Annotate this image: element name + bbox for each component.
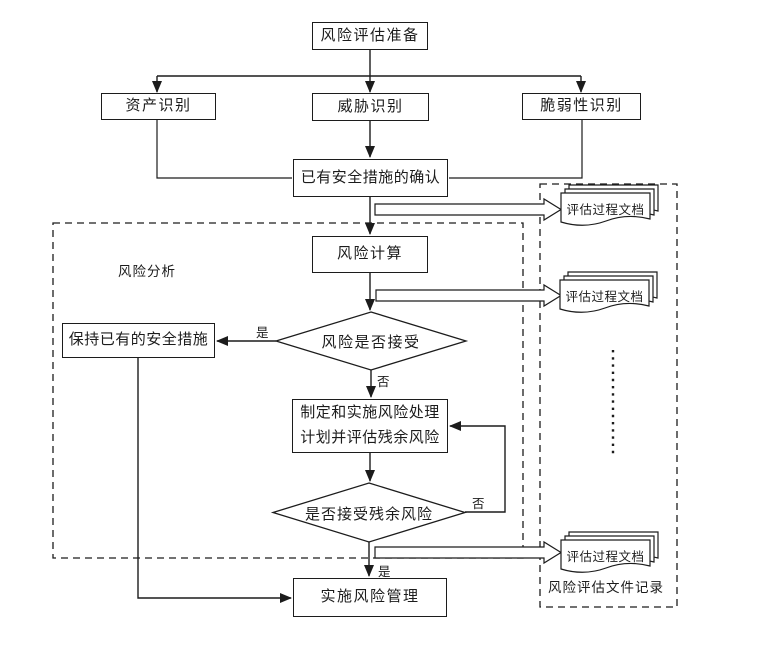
risk-analysis-dashed-box <box>52 222 524 559</box>
node-label: 资产识别 <box>125 98 192 115</box>
node-risk-calculation: 风险计算 <box>312 236 428 273</box>
decision-residual-risk-label: 是否接受残余风险 <box>304 506 433 523</box>
connector-lines <box>137 50 586 603</box>
node-implement-risk-management: 实施风险管理 <box>293 578 447 617</box>
node-confirm-existing-measures: 已有安全措施的确认 <box>293 159 448 197</box>
decision-diamond-accept <box>273 311 469 371</box>
node-label-line1: 制定和实施风险处理 <box>300 405 440 422</box>
node-label: 风险计算 <box>336 246 403 263</box>
node-label: 实施风险管理 <box>320 589 420 606</box>
document-3-label: 评估过程文档 <box>566 550 645 564</box>
node-label: 风险评估准备 <box>320 27 420 44</box>
node-threat-identification: 威胁识别 <box>312 93 429 121</box>
hollow-arrow-2 <box>375 283 563 308</box>
branch-yes-label-2: 是 <box>378 565 392 579</box>
decision-accept-risk-label: 风险是否接受 <box>321 334 421 351</box>
risk-analysis-region-label: 风险分析 <box>118 264 176 279</box>
records-region-label: 风险评估文件记录 <box>548 580 664 595</box>
hollow-arrow-3 <box>374 540 563 565</box>
node-label: 已有安全措施的确认 <box>300 169 441 186</box>
node-label: 威胁识别 <box>337 98 404 115</box>
node-risk-treatment-plan: 制定和实施风险处理 计划并评估残余风险 <box>292 399 448 453</box>
node-risk-assessment-preparation: 风险评估准备 <box>312 22 428 50</box>
node-label-line2: 计划并评估残余风险 <box>300 430 440 446</box>
branch-no-label-2: 否 <box>472 497 486 511</box>
node-label: 脆弱性识别 <box>540 98 623 115</box>
node-keep-existing-measures: 保持已有的安全措施 <box>62 323 215 358</box>
decision-diamond-residual <box>270 482 468 543</box>
document-stack-3-icon <box>560 531 659 573</box>
document-2-label: 评估过程文档 <box>565 290 644 304</box>
branch-no-label-1: 否 <box>377 375 391 389</box>
document-1-label: 评估过程文档 <box>566 203 645 217</box>
hollow-arrow-1 <box>374 197 563 222</box>
document-stack-2-icon <box>559 271 658 313</box>
node-vulnerability-identification: 脆弱性识别 <box>522 93 641 120</box>
document-stack-1-icon <box>560 184 659 226</box>
records-dashed-box <box>539 183 678 608</box>
node-asset-identification: 资产识别 <box>101 93 216 120</box>
branch-yes-label-1: 是 <box>256 326 270 340</box>
node-label: 保持已有的安全措施 <box>68 332 209 349</box>
